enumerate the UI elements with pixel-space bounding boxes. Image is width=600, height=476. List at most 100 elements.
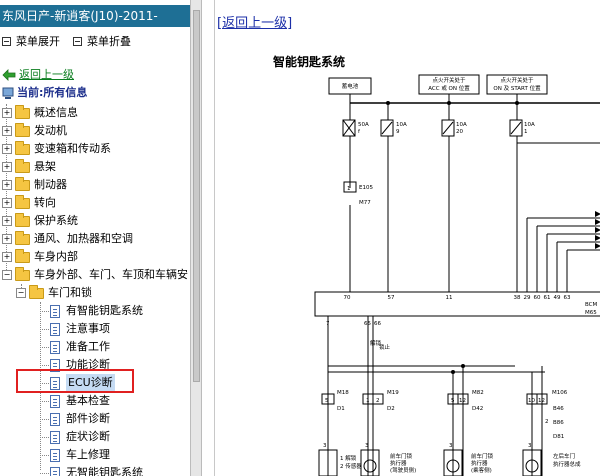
pin-70: 70 xyxy=(344,295,351,301)
pin-3b: 3 xyxy=(365,443,369,449)
fuse3b: 20 xyxy=(456,129,463,135)
scrollbar-thumb[interactable] xyxy=(193,10,200,382)
actuator-d-label: 左后车门 xyxy=(553,452,575,460)
content-back-link[interactable]: [返回上一级] xyxy=(217,16,293,31)
expand-node-icon[interactable]: + xyxy=(2,144,12,154)
document-icon xyxy=(50,448,60,462)
tree-folder[interactable]: + 制动器 xyxy=(2,176,67,194)
tree-folder[interactable]: +通风、加热器和空调 xyxy=(2,230,133,248)
pin-63: 63 xyxy=(564,295,571,301)
expand-node-icon[interactable]: + xyxy=(2,108,12,118)
tree-folder[interactable]: − 车身外部、车门、车顶和车辆安 xyxy=(2,266,188,284)
tree-doc-label: 有智能钥匙系统 xyxy=(66,304,143,317)
folder-icon xyxy=(15,212,30,227)
expand-node-icon[interactable]: + xyxy=(2,234,12,244)
expand-node-icon[interactable]: + xyxy=(2,162,12,172)
tree-folder[interactable]: + 转向 xyxy=(2,194,56,212)
tree-folder[interactable]: +发动机 xyxy=(2,122,67,140)
document-icon xyxy=(50,322,60,336)
lock-label: 锁止 xyxy=(379,343,391,351)
expand-node-icon[interactable]: + xyxy=(2,252,12,262)
ign2b-label: ON 及 START 位置 xyxy=(493,84,541,92)
m77-label: M77 xyxy=(359,200,371,206)
tree-folder-label: 制动器 xyxy=(34,178,67,191)
pin-3c: 3 xyxy=(449,443,453,449)
tree-folder[interactable]: +车身内部 xyxy=(2,248,78,266)
d1-label: D1 xyxy=(337,406,345,412)
document-icon xyxy=(50,430,60,444)
actuator-c-label2: 执行器 xyxy=(471,459,488,467)
m82-label: M82 xyxy=(472,390,484,396)
e105-label: E105 xyxy=(359,185,373,191)
pin-7: 7 xyxy=(326,321,330,327)
collapse-menu-button[interactable]: 菜单折叠 xyxy=(73,33,131,49)
pin-11: 11 xyxy=(446,295,453,301)
computer-icon xyxy=(2,87,14,99)
wiring-diagram: 蓄电池 点火开关处于 ACC 或 ON 位置 点火开关处于 ON 及 START… xyxy=(314,74,600,476)
expand-menu-button[interactable]: 菜单展开 xyxy=(2,33,60,49)
current-location-label: 当前:所有信息 xyxy=(17,86,88,99)
tree-folder[interactable]: +保护系统 xyxy=(2,212,78,230)
pin-10: 10 xyxy=(528,398,535,404)
expand-node-icon[interactable]: + xyxy=(2,198,12,208)
window-title: 东风日产-新逍客(J10)-2011- xyxy=(0,5,190,27)
pin-38: 38 xyxy=(514,295,521,301)
tree-doc-item[interactable]: 车上修理 xyxy=(50,446,110,464)
pin-29: 29 xyxy=(524,295,531,301)
tree-folder-label: 转向 xyxy=(34,196,56,209)
diagram-title: 智能钥匙系统 xyxy=(273,55,346,69)
pin-5: 5 xyxy=(325,398,329,404)
actuator-c-label3: (乘客侧) xyxy=(471,466,492,474)
fuse4b: 1 xyxy=(524,129,528,135)
tree-folder-label: 车身外部、车门、车顶和车辆安 xyxy=(34,268,188,281)
tree-doc-item[interactable]: 部件诊断 xyxy=(50,410,110,428)
tree-doc-item[interactable]: 注意事项 xyxy=(50,320,110,338)
pin-66: 66 xyxy=(374,321,381,327)
m18-label: M18 xyxy=(337,390,349,396)
tree-doc-label: 基本检查 xyxy=(66,394,110,407)
pin-5b: 5 xyxy=(451,398,455,404)
pin-3d: 3 xyxy=(528,443,532,449)
tree-folder[interactable]: + 概述信息 xyxy=(2,104,78,122)
tree-doc-label: ECU诊断 xyxy=(66,374,115,392)
actuator-b-label2: 执行器 xyxy=(390,459,407,467)
fuse2a: 10A xyxy=(396,122,407,128)
folder-icon xyxy=(15,248,30,263)
folder-icon xyxy=(15,266,30,281)
tree-doc-item[interactable]: 无智能钥匙系统 xyxy=(50,464,143,476)
tree-folder[interactable]: +悬架 xyxy=(2,158,56,176)
collapse-icon xyxy=(73,36,82,46)
ign1-label: 点火开关处于 xyxy=(432,76,466,84)
folder-icon xyxy=(15,104,30,119)
d2-label: D2 xyxy=(387,406,395,412)
tree-subfolder[interactable]: −车门和锁 xyxy=(16,284,92,302)
tree-doc-item[interactable]: 准备工作 xyxy=(50,338,110,356)
unlock-label: 解锁 xyxy=(370,339,382,347)
fuse4a: 10A xyxy=(524,122,535,128)
tree-folder-label: 概述信息 xyxy=(34,106,78,119)
expand-node-icon[interactable]: + xyxy=(2,126,12,136)
tree-doc-item[interactable]: 症状诊断 xyxy=(50,428,110,446)
pin-61: 61 xyxy=(544,295,551,301)
folder-icon xyxy=(15,176,30,191)
collapse-node-icon[interactable]: − xyxy=(16,288,26,298)
scrollbar[interactable] xyxy=(190,0,202,476)
expand-node-icon[interactable]: + xyxy=(2,216,12,226)
m19-label: M19 xyxy=(387,390,399,396)
content-panel: [返回上一级] 智能钥匙系统 xyxy=(214,0,600,476)
pin-12: 12 xyxy=(459,398,466,404)
pin-60: 60 xyxy=(534,295,541,301)
folder-icon xyxy=(15,158,30,173)
tree-doc-item[interactable]: 有智能钥匙系统 xyxy=(50,302,143,320)
expand-node-icon[interactable]: + xyxy=(2,180,12,190)
nav-back-up[interactable]: 返回上一级 xyxy=(2,66,74,84)
fuse1b: f xyxy=(358,129,361,135)
collapse-node-icon[interactable]: − xyxy=(2,270,12,280)
collapse-menu-label: 菜单折叠 xyxy=(87,35,131,48)
tree-folder[interactable]: +变速箱和传动系 xyxy=(2,140,111,158)
pin-2b: 2 xyxy=(545,419,549,425)
tree-doc-item[interactable]: 基本检查 xyxy=(50,392,110,410)
expand-icon xyxy=(2,36,11,46)
tree-doc-item[interactable]: ECU诊断 xyxy=(50,374,115,392)
tree-doc-item[interactable]: 功能诊断 xyxy=(50,356,110,374)
